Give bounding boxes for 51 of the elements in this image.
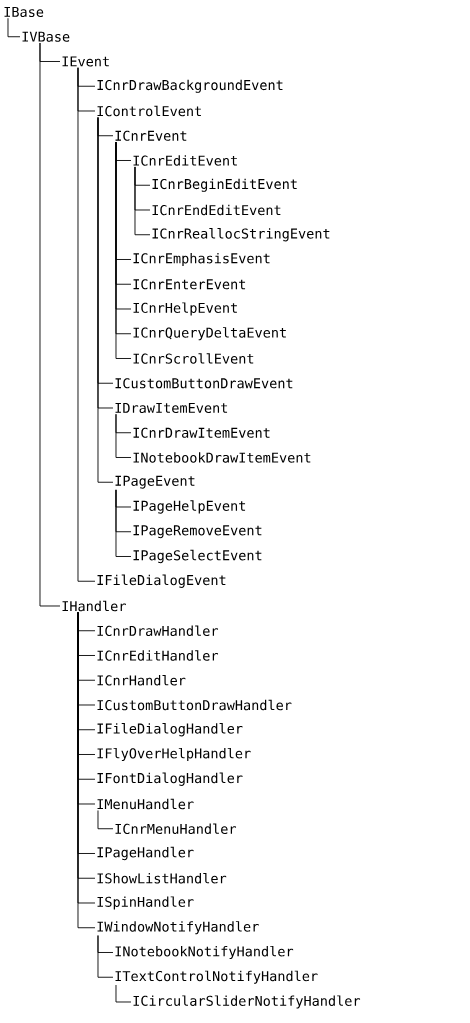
class-name: ICnrMenuHandler — [115, 823, 237, 834]
class-name: IDrawItemEvent — [115, 402, 228, 414]
class-name: IBase — [4, 6, 44, 18]
class-name: IControlEvent — [97, 105, 201, 117]
class-name: ICnrDrawBackgroundEvent — [97, 79, 283, 93]
class-name: ICustomButtonDrawEvent — [115, 378, 293, 389]
class-name: INotebookNotifyHandler — [115, 945, 294, 960]
class-name: IFileDialogEvent — [97, 574, 226, 588]
class-name: ICnrScrollEvent — [133, 353, 254, 364]
class-name: ICircularSliderNotifyHandler — [133, 995, 361, 1009]
class-name: ICnrHelpEvent — [133, 302, 237, 316]
class-name: ISpinHandler — [97, 896, 194, 910]
tree-connector — [97, 810, 114, 830]
class-name: ICnrBeginEditEvent — [152, 178, 297, 192]
class-name: ICnrEnterEvent — [133, 279, 246, 290]
class-name: IMenuHandler — [97, 798, 194, 810]
class-name: IPageHelpEvent — [133, 500, 246, 514]
tree-connector — [97, 935, 114, 978]
class-name: ICnrEmphasisEvent — [133, 252, 270, 267]
class-name: ICnrHandler — [97, 674, 186, 686]
tree-connector — [77, 67, 96, 582]
class-name: IFileDialogHandler — [97, 723, 243, 737]
class-name: IPageHandler — [97, 846, 194, 861]
class-name: IFontDialogHandler — [97, 772, 243, 786]
tree-connector — [115, 413, 132, 458]
class-name: IEvent — [62, 56, 109, 67]
class-name: ICnrQueryDeltaEvent — [133, 327, 286, 341]
class-name: ICnrEditHandler — [97, 650, 219, 661]
class-name: ICnrDrawItemEvent — [133, 427, 270, 438]
class-name: ICustomButtonDrawHandler — [97, 699, 292, 711]
class-name: IPageEvent — [115, 475, 195, 489]
class-name: ICnrEndEditEvent — [152, 204, 281, 216]
class-name: ICnrEvent — [115, 130, 187, 141]
class-name: ICnrDrawHandler — [97, 625, 219, 636]
tree-connector — [39, 42, 61, 607]
class-name: INotebookDrawItemEvent — [133, 452, 311, 463]
tree-connector — [115, 984, 132, 1003]
class-name: IFlyOverHelpHandler — [97, 747, 251, 762]
class-name: IWindowNotifyHandler — [97, 921, 259, 935]
class-name: IPageRemoveEvent — [133, 525, 262, 539]
tree-connector — [97, 117, 114, 483]
class-name: IHandler — [62, 600, 126, 612]
class-name: ITextControlNotifyHandler — [115, 970, 318, 984]
tree-connector — [115, 489, 132, 557]
tree-connector — [134, 166, 151, 236]
class-name: IPageSelectEvent — [133, 549, 262, 564]
class-name: ICnrReallocStringEvent — [152, 228, 330, 242]
tree-connector — [7, 17, 21, 38]
class-name: IShowListHandler — [97, 872, 227, 884]
class-name: ICnrEditEvent — [133, 155, 237, 166]
class-name: IVBase — [22, 31, 70, 42]
